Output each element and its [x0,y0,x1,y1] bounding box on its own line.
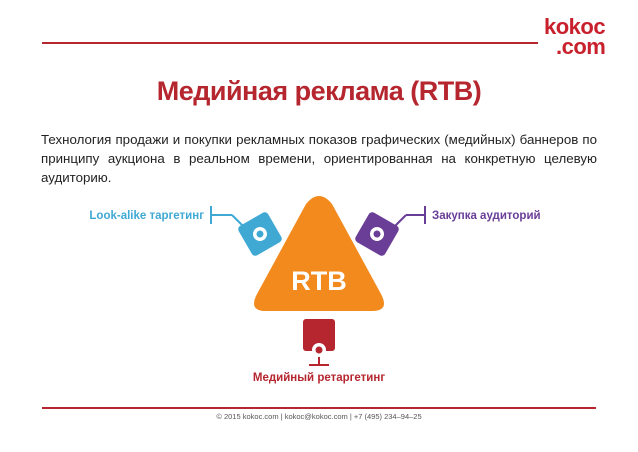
header-rule [42,42,538,44]
left-puzzle-piece [238,212,282,256]
logo-text-line2: .com [556,34,606,59]
right-label: Закупка аудиторий [432,210,541,222]
footer-contacts: © 2015 kokoc.com | kokoc@kokoc.com | +7 … [216,412,422,421]
kokoc-logo[interactable]: kokoc .com [538,14,608,62]
logo-text-line1: kokoc [544,14,606,39]
rtb-center-label: RTB [291,266,347,296]
right-puzzle-piece [355,212,399,256]
bottom-puzzle-piece [303,319,335,357]
description-text: Технология продажи и покупки рекламных п… [41,132,597,185]
left-label: Look-alike таргетинг [89,210,204,222]
rtb-diagram: RTB Look-alike таргетинг Закупка аудитор… [89,196,541,384]
footer-rule [42,407,596,409]
bottom-label: Медийный ретаргетинг [253,372,385,384]
page-title: Медийная реклама (RTB) [156,76,482,106]
rtb-triangle [254,196,384,311]
